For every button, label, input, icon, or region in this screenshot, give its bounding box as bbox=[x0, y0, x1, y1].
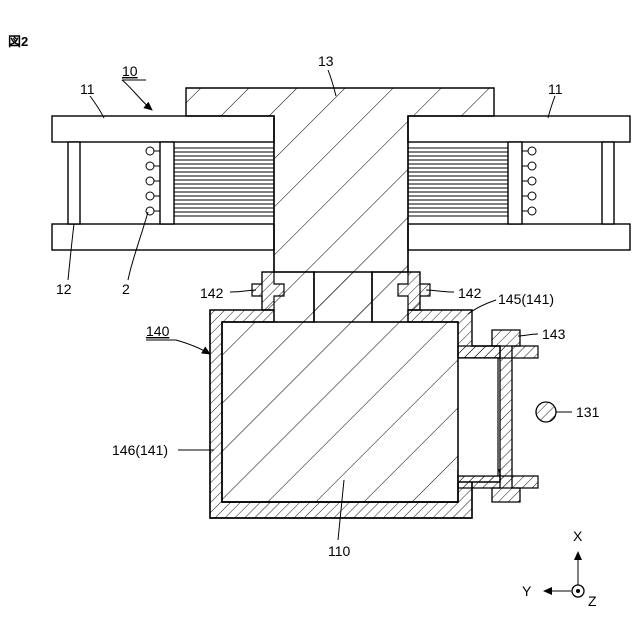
axis-label-z: Z bbox=[588, 593, 597, 609]
axis-label-y: Y bbox=[522, 583, 532, 599]
yoke-right bbox=[508, 142, 522, 224]
axis-label-x: X bbox=[573, 528, 583, 544]
label-2: 2 bbox=[122, 281, 130, 297]
label-11-right: 11 bbox=[548, 81, 563, 97]
coil-2-right bbox=[522, 147, 536, 215]
label-142-right: 142 bbox=[458, 285, 482, 301]
laminations-left bbox=[174, 148, 274, 216]
housing-right-gap bbox=[458, 358, 498, 476]
yoke-left bbox=[160, 142, 174, 224]
plate-11-right-bottom bbox=[408, 224, 630, 250]
figure-title: 図2 bbox=[8, 34, 28, 49]
axis-indicator: X Y Z bbox=[522, 528, 597, 609]
z-axis-dot bbox=[576, 589, 580, 593]
post-12-left bbox=[68, 142, 80, 224]
label-131: 131 bbox=[576, 404, 600, 420]
post-12-right bbox=[602, 142, 614, 224]
label-140: 140 bbox=[146, 323, 170, 339]
plate-11-left-top bbox=[52, 116, 274, 142]
part-131 bbox=[536, 402, 556, 422]
stator-right bbox=[408, 116, 630, 250]
label-12: 12 bbox=[56, 281, 72, 297]
stator-left bbox=[52, 116, 274, 250]
label-13: 13 bbox=[318, 53, 334, 69]
label-110: 110 bbox=[328, 543, 351, 559]
label-146: 146(141) bbox=[112, 442, 168, 458]
plate-11-right-top bbox=[408, 116, 630, 142]
label-145: 145(141) bbox=[498, 291, 554, 307]
plate-11-left-bottom bbox=[52, 224, 274, 250]
label-11-left: 11 bbox=[80, 81, 95, 97]
label-142-left: 142 bbox=[200, 285, 224, 301]
label-143: 143 bbox=[542, 326, 566, 342]
coil-2-left bbox=[146, 147, 160, 215]
label-10: 10 bbox=[122, 63, 138, 79]
laminations-right bbox=[408, 148, 508, 216]
